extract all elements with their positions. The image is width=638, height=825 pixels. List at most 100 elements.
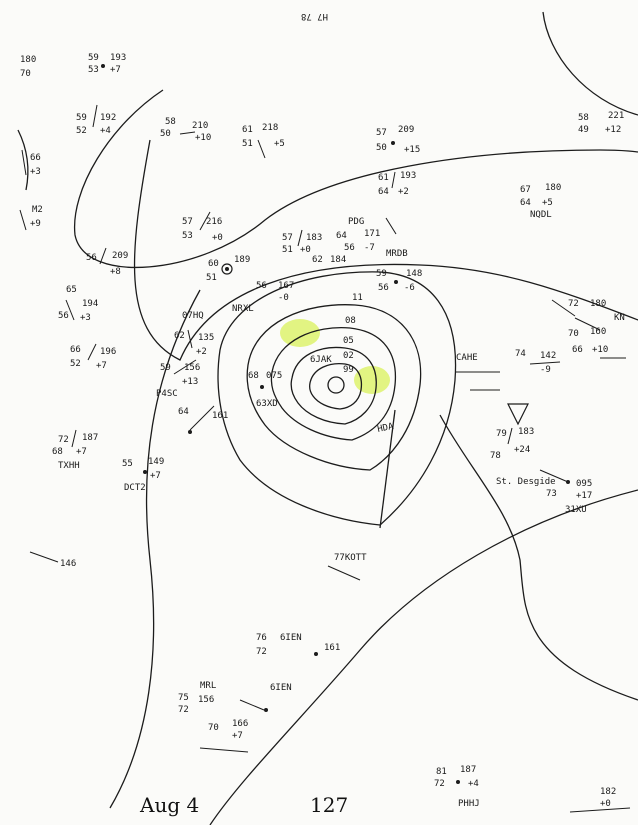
isobar-label: 11 [352,293,363,303]
station-pressure: 135 [198,333,214,343]
station-code: KN [614,313,625,323]
isobar-1005 [270,326,397,441]
station-temp: 75 [178,693,189,703]
station-tendency: +9 [30,219,41,229]
station-pressure: 171 [364,229,380,239]
station-plot: 66 196 52 +7 [70,343,116,371]
station-pressure: 209 [398,125,414,135]
station-temp: 57 [182,217,193,227]
station-code: 63XD [256,399,278,409]
station-plot: 70 166 +7 [199,719,248,753]
station-dew: 50 [160,129,171,139]
header-note: H7 78 [301,11,328,21]
station-code: 6IEN [280,633,302,643]
station-tendency: -6 [404,283,415,293]
station-pressure: 161 [324,643,340,653]
station-dew: 53 [182,231,193,241]
station-temp: 56 [256,281,267,291]
station-code: NQDL [530,210,552,220]
station-pressure: 193 [400,171,416,181]
station-code: 31XU [565,505,587,515]
station-code: PHHJ [458,799,480,809]
station-temp: 59 [76,113,87,123]
station-dew: 56 [344,243,355,253]
station-temp: 57 [376,128,387,138]
front-line [542,11,638,116]
station-tendency: +24 [514,445,530,455]
station-tendency: +7 [76,447,87,457]
station-circle [188,430,192,434]
station-tendency: -0 [278,293,289,303]
station-plot: 81 187 72 +4 PHHJ [434,765,480,809]
isobar-outer [73,89,638,269]
station-plot: 6JAK CAHE [310,353,500,391]
front-line [209,489,638,825]
station-pressure: 196 [100,347,116,357]
station-tendency: +7 [110,65,121,75]
station-pressure: 142 [540,351,556,361]
station-temp: 72 [58,435,69,445]
station-pressure: 184 [330,255,346,265]
station-circle [260,385,264,389]
station-tendency: +10 [195,133,211,143]
station-tendency: +10 [592,345,608,355]
station-temp: 65 [66,285,77,295]
station-pressure: 182 [600,787,616,797]
station-plot: 180 70 [20,55,36,79]
station-tendency: +5 [274,139,285,149]
station-temp: 58 [165,117,176,127]
station-circle [264,708,268,712]
station-dew: 64 [520,198,531,208]
station-plot: 74 142 -9 [515,349,561,375]
station-temp: 79 [496,429,507,439]
station-temp: 57 [282,233,293,243]
station-plot: 58 221 49 +12 [578,111,624,135]
station-tendency: +3 [80,313,91,323]
station-plot: 65 194 56 +3 [58,285,98,323]
station-temp: 76 [256,633,267,643]
station-plot: PDG 64 171 56 -7 [336,217,397,253]
station-plot: 146 [29,551,76,569]
station-dew: 52 [70,359,81,369]
station-plot: 62 135 +2 [174,329,214,357]
station-temp: 62 [174,331,185,341]
station-plot: 56 167 -0 NRXL [232,281,294,314]
station-code: TXHH [58,461,80,471]
station-dew: 64 [378,187,389,197]
station-tendency: +12 [605,125,621,135]
station-pressure: 166 [232,719,248,729]
station-tendency: +0 [300,245,311,255]
station-tendency: +0 [212,233,223,243]
station-code: MRDB [386,249,408,259]
station-pressure: 209 [112,251,128,261]
station-pressure: 216 [206,217,222,227]
station-dew: 50 [376,143,387,153]
station-temp: 60 [208,259,219,269]
station-tendency: +15 [404,145,420,155]
isobar-1011 [217,271,457,526]
station-circle [391,141,395,145]
station-pressure: 156 [198,695,214,705]
station-temp: 66 [70,345,81,355]
station-temp: 67 [520,185,531,195]
station-dew: 56 [58,311,69,321]
station-tendency: +2 [196,347,207,357]
station-code: MRL [200,681,216,691]
station-pressure: 146 [60,559,76,569]
station-circle [221,263,233,275]
station-pressure: 210 [192,121,208,131]
station-pressure: 187 [460,765,476,775]
station-temp: 59 [88,53,99,63]
station-plot: 55 149 +7 DCT2 [122,457,164,493]
station-code: 07HQ [182,311,204,321]
station-plot: 56 209 +8 [86,247,128,277]
isobar-outer [439,414,638,701]
station-dew: 78 [490,451,501,461]
station-temp: 74 [515,349,526,359]
station-plot: MRL 75 72 156 [178,681,216,715]
station-tendency: -9 [540,365,551,375]
station-pressure: 180 [590,299,606,309]
station-temp: 70 [208,723,219,733]
station-pressure: 192 [100,113,116,123]
station-temp: 70 [568,329,579,339]
